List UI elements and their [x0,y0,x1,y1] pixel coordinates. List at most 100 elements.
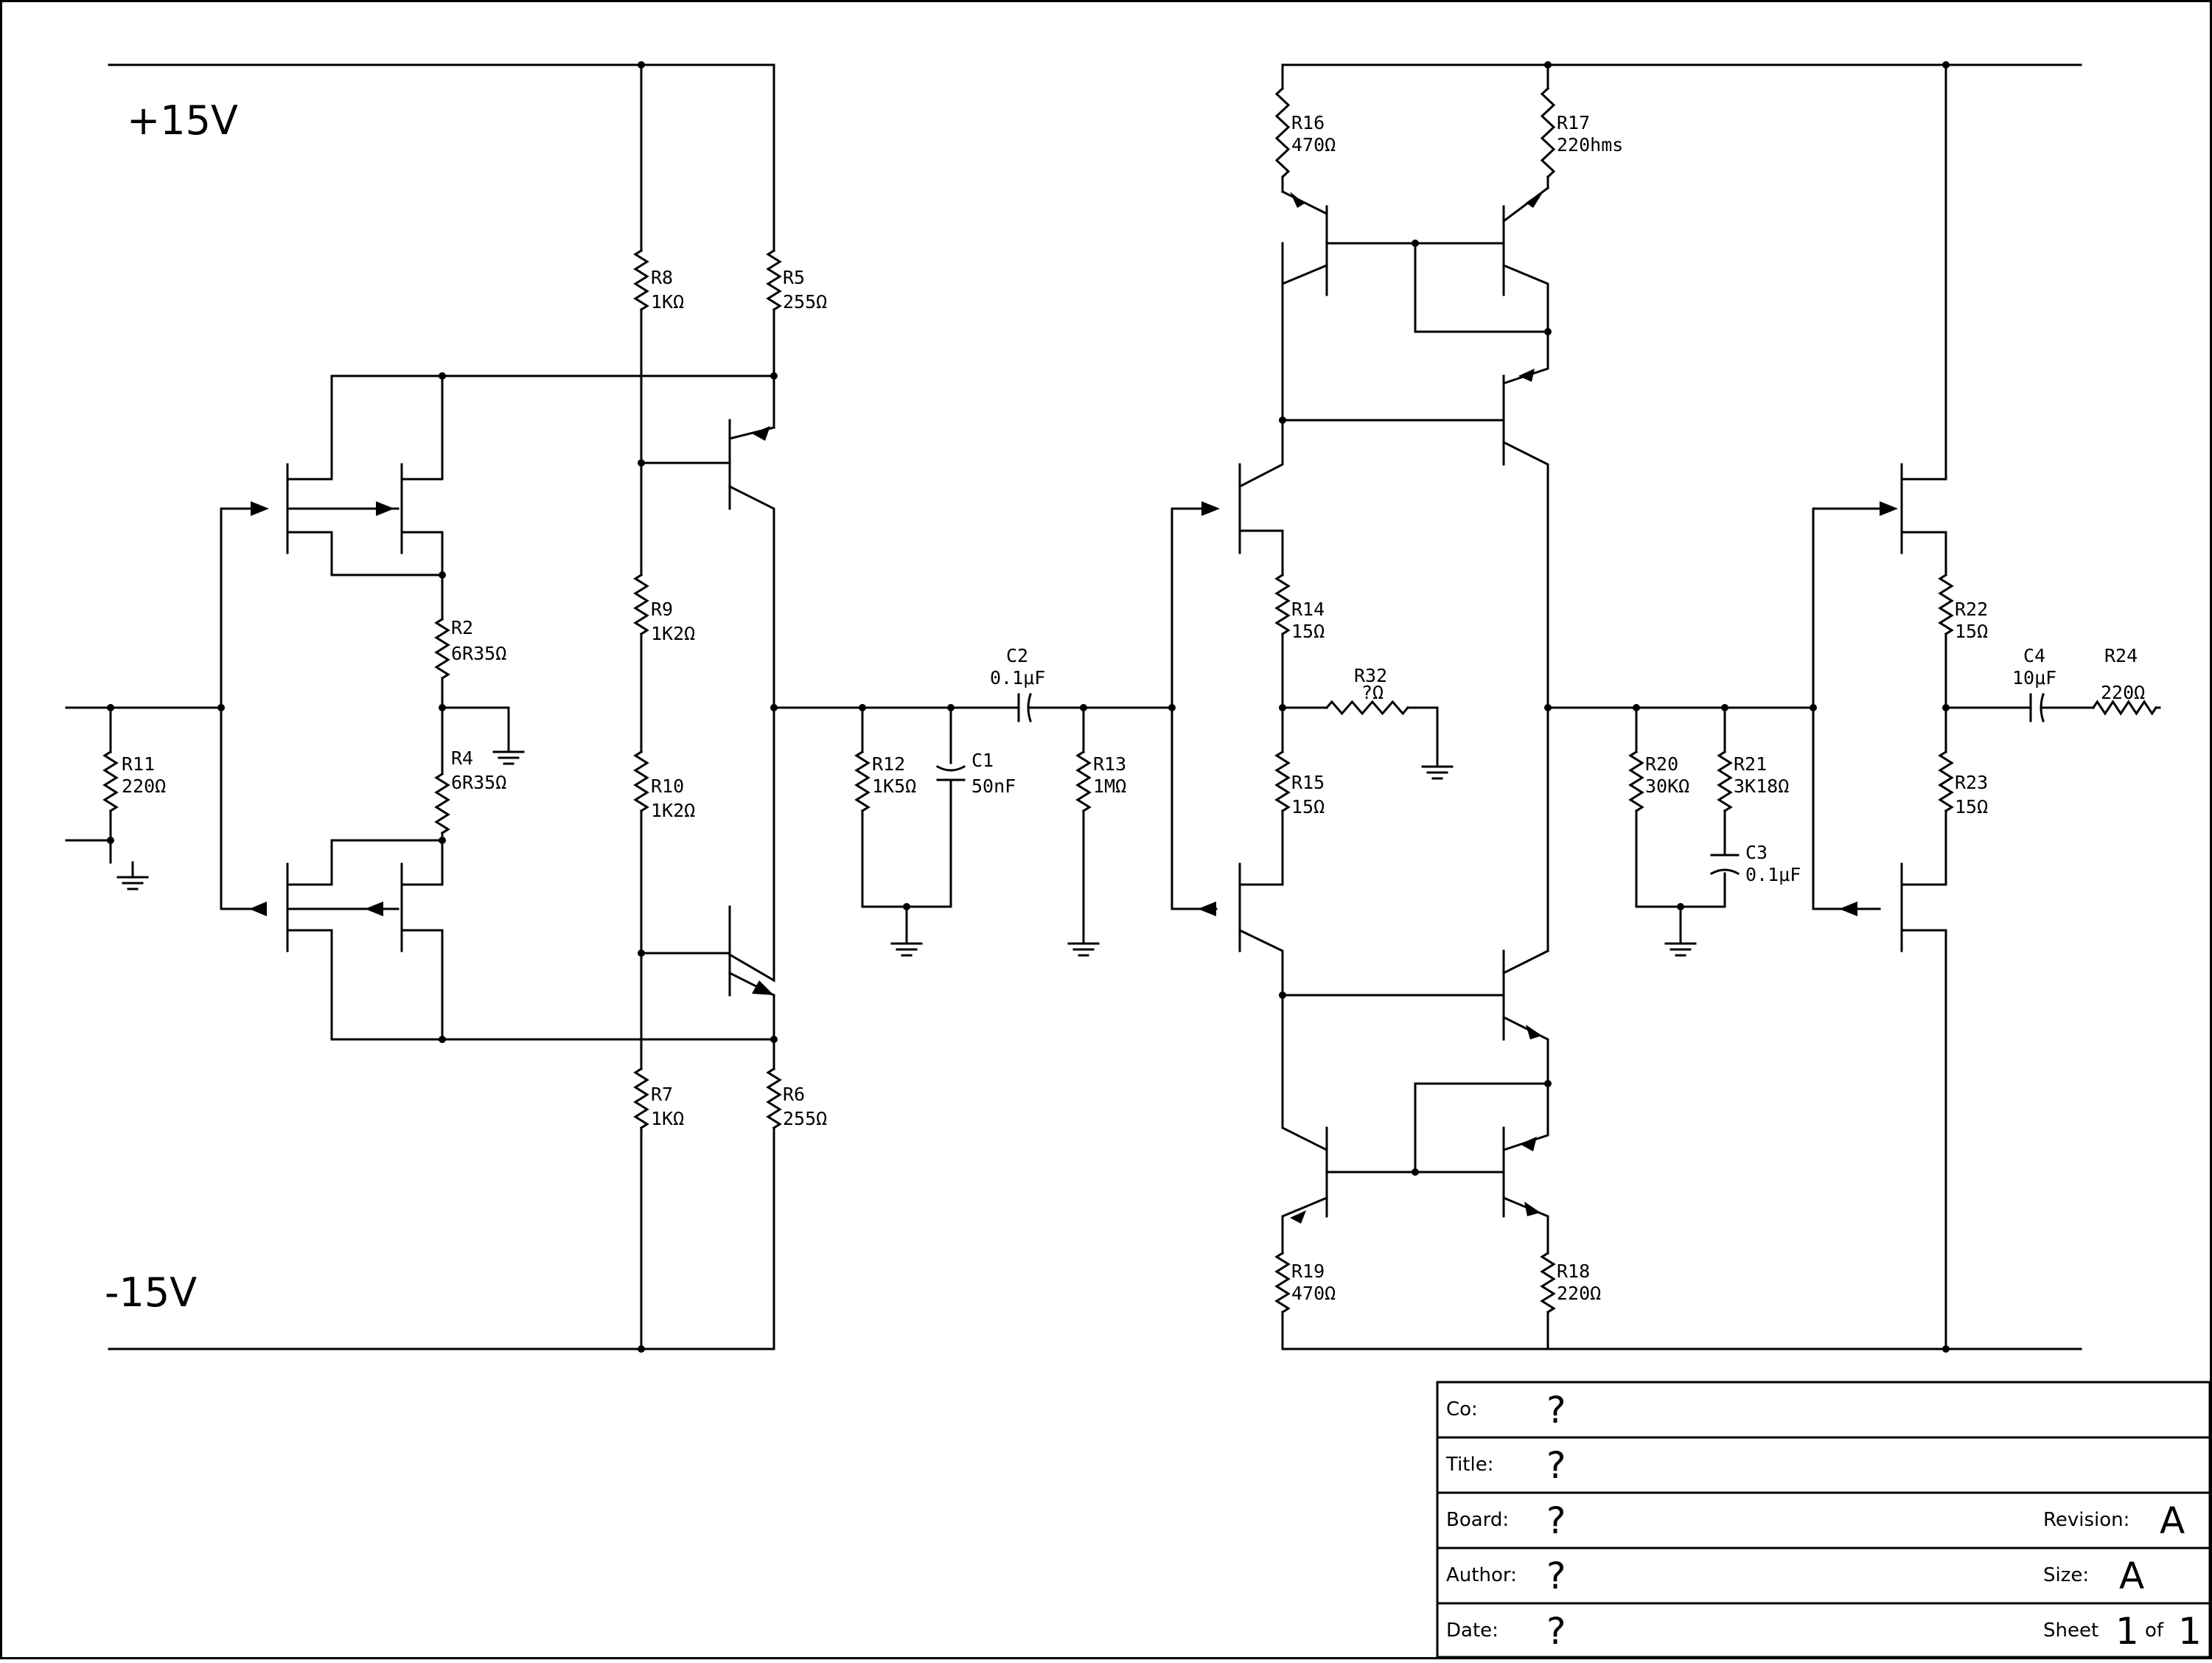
r17-value: 220hms [1557,134,1623,156]
c2-value: 0.1μF [990,667,1045,688]
resistor-r4 [434,772,450,835]
jfet-gate-arrow [365,902,383,916]
date-value: ? [1546,1610,1566,1653]
emitter-arrow [1290,192,1305,208]
r5-value: 255Ω [783,291,827,313]
author-label: Author: [1446,1564,1517,1586]
co-value: ? [1546,1389,1566,1432]
r13-value: 1MΩ [1093,775,1126,797]
junction-dot [1544,328,1552,335]
resistor-r18 [1540,1251,1556,1314]
title-block: Co: ? Title: ? Board: ? Revision: A Auth… [1436,1381,2211,1659]
junction-dot [1279,416,1286,424]
resistor-r8 [633,248,649,312]
junction-dot [638,61,645,69]
junction-dot [1080,704,1087,711]
date-label: Date: [1446,1620,1498,1642]
junction-dot [439,372,446,380]
junction-dot [903,903,910,910]
junction-dot [1721,704,1728,711]
junction-dot [770,704,778,711]
sheet-total: 1 [2178,1610,2202,1653]
emitter-arrow [1526,1025,1542,1039]
sheet-number: 1 [2115,1610,2139,1653]
capacitor-c3 [1709,854,1740,876]
junction-dot [1412,1168,1419,1176]
resistor-group [102,86,2158,1314]
r20-value: 30KΩ [1645,775,1689,797]
r6-value: 255Ω [783,1108,827,1129]
junction-dot [1279,704,1286,711]
junction-dot [1544,61,1552,69]
r12-value: 1K5Ω [872,775,916,797]
r17-ref: R17 [1557,112,1590,133]
junction-dot [638,459,645,467]
r19-ref: R19 [1291,1261,1325,1282]
junction-dot [1942,61,1950,69]
r32-value: ?Ω [1361,682,1384,703]
resistor-r16 [1274,86,1291,179]
r9-value: 1K2Ω [651,623,695,644]
junction-dot [1544,704,1552,711]
title-block-border [1436,1381,2211,1659]
junction-dot [1942,704,1950,711]
capacitor-c4 [2022,693,2095,722]
resistor-r21 [1717,750,1733,813]
emitter-arrow [752,980,774,995]
resistor-r13 [1075,750,1092,813]
resistor-r24 [2091,700,2158,716]
sheet-label: Sheet [2043,1620,2098,1642]
r16-ref: R16 [1291,112,1325,133]
revision-value: A [2160,1499,2185,1542]
junction-dot [1168,704,1176,711]
c1-value: 50nF [971,775,1016,797]
jfet-gate-arrow [1880,501,1898,516]
junction-dot [107,704,114,711]
r18-ref: R18 [1557,1261,1590,1282]
resistor-r32 [1325,700,1410,716]
r23-value: 15Ω [1955,796,1988,817]
junction-dot [439,837,446,844]
input-stage [65,374,775,1041]
junction-dot [1279,991,1286,999]
junction-dot [1544,1080,1552,1087]
r4-ref: R4 [451,747,473,769]
r16-value: 470Ω [1291,134,1336,156]
emitter-arrow [1520,1137,1537,1151]
junction-dot [1942,1345,1950,1353]
junction-dot [217,704,225,711]
ground-symbol [1664,927,1697,957]
arrow-group [249,190,1898,1224]
negative-rail-label: -15V [105,1269,197,1316]
r22-value: 15Ω [1955,621,1988,642]
r13-ref: R13 [1093,753,1126,775]
board-label: Board: [1446,1509,1509,1531]
c3-ref: C3 [1745,842,1768,863]
r15-ref: R15 [1291,772,1325,793]
junction-dot [770,1036,778,1043]
ground-group [116,736,1697,957]
r19-value: 470Ω [1291,1283,1336,1304]
positive-rail-label: +15V [127,97,238,144]
r10-value: 1K2Ω [651,800,695,821]
ground-symbol [1067,927,1100,957]
junction-dot [107,837,114,844]
size-value: A [2119,1555,2144,1597]
c4-ref: C4 [2023,645,2045,666]
ground-symbol [492,736,525,765]
c1-ref: C1 [971,750,994,771]
resistor-r17 [1540,86,1556,179]
jfet-gate-arrow [376,501,394,516]
r12-ref: R12 [872,753,905,775]
c3-value: 0.1μF [1745,864,1801,885]
junction-dot [1412,240,1419,247]
junction-dot [638,949,645,957]
emitter-arrow [752,426,770,441]
second-stage [640,63,1173,1350]
resistor-r23 [1938,750,1954,813]
resistor-r2 [434,617,450,680]
r15-value: 15Ω [1291,796,1325,817]
co-label: Co: [1446,1398,1478,1420]
r2-value: 6R35Ω [451,643,506,664]
